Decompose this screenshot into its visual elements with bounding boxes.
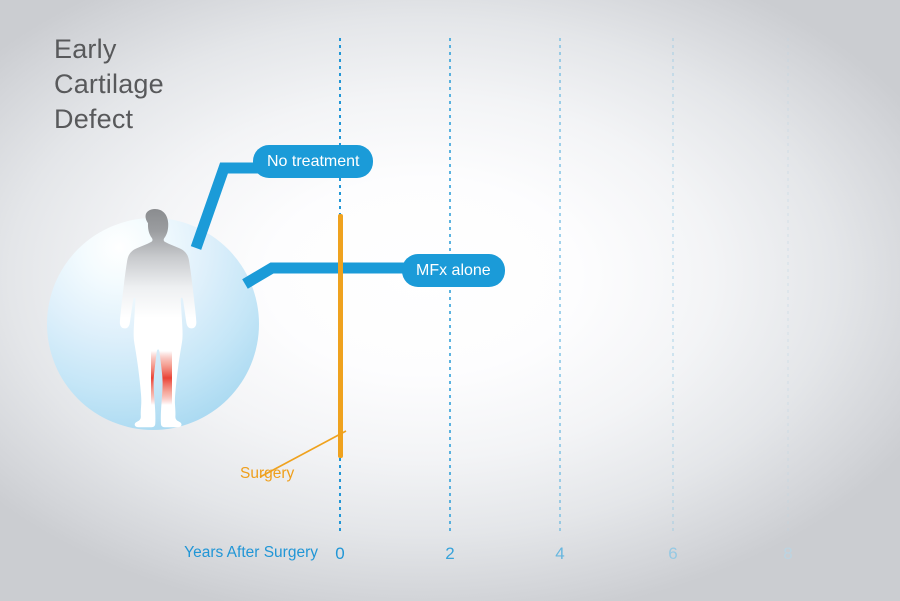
page-title: Early Cartilage Defect bbox=[54, 34, 164, 135]
surgery-label: Surgery bbox=[240, 465, 295, 482]
axis-tick-label-8: 8 bbox=[783, 544, 793, 563]
body-shape bbox=[119, 209, 197, 428]
gridline-4 bbox=[559, 38, 561, 535]
axis-tick-label-2: 2 bbox=[445, 544, 455, 563]
body-silhouette-icon bbox=[119, 209, 197, 428]
gridline-8 bbox=[787, 38, 789, 535]
axis-caption: Years After Surgery bbox=[184, 544, 318, 561]
patient-illustration bbox=[47, 203, 263, 443]
gridline-6 bbox=[672, 38, 674, 535]
knee-pain-highlight bbox=[151, 351, 172, 405]
connector-mfx-alone bbox=[242, 262, 412, 289]
surgery-marker-line bbox=[338, 214, 343, 458]
axis-tick-label-4: 4 bbox=[555, 544, 565, 563]
label-mfx-alone[interactable]: MFx alone bbox=[402, 254, 505, 287]
axis-tick-label-0: 0 bbox=[335, 544, 345, 563]
axis-tick-label-6: 6 bbox=[668, 544, 678, 563]
label-no-treatment[interactable]: No treatment bbox=[253, 145, 374, 178]
